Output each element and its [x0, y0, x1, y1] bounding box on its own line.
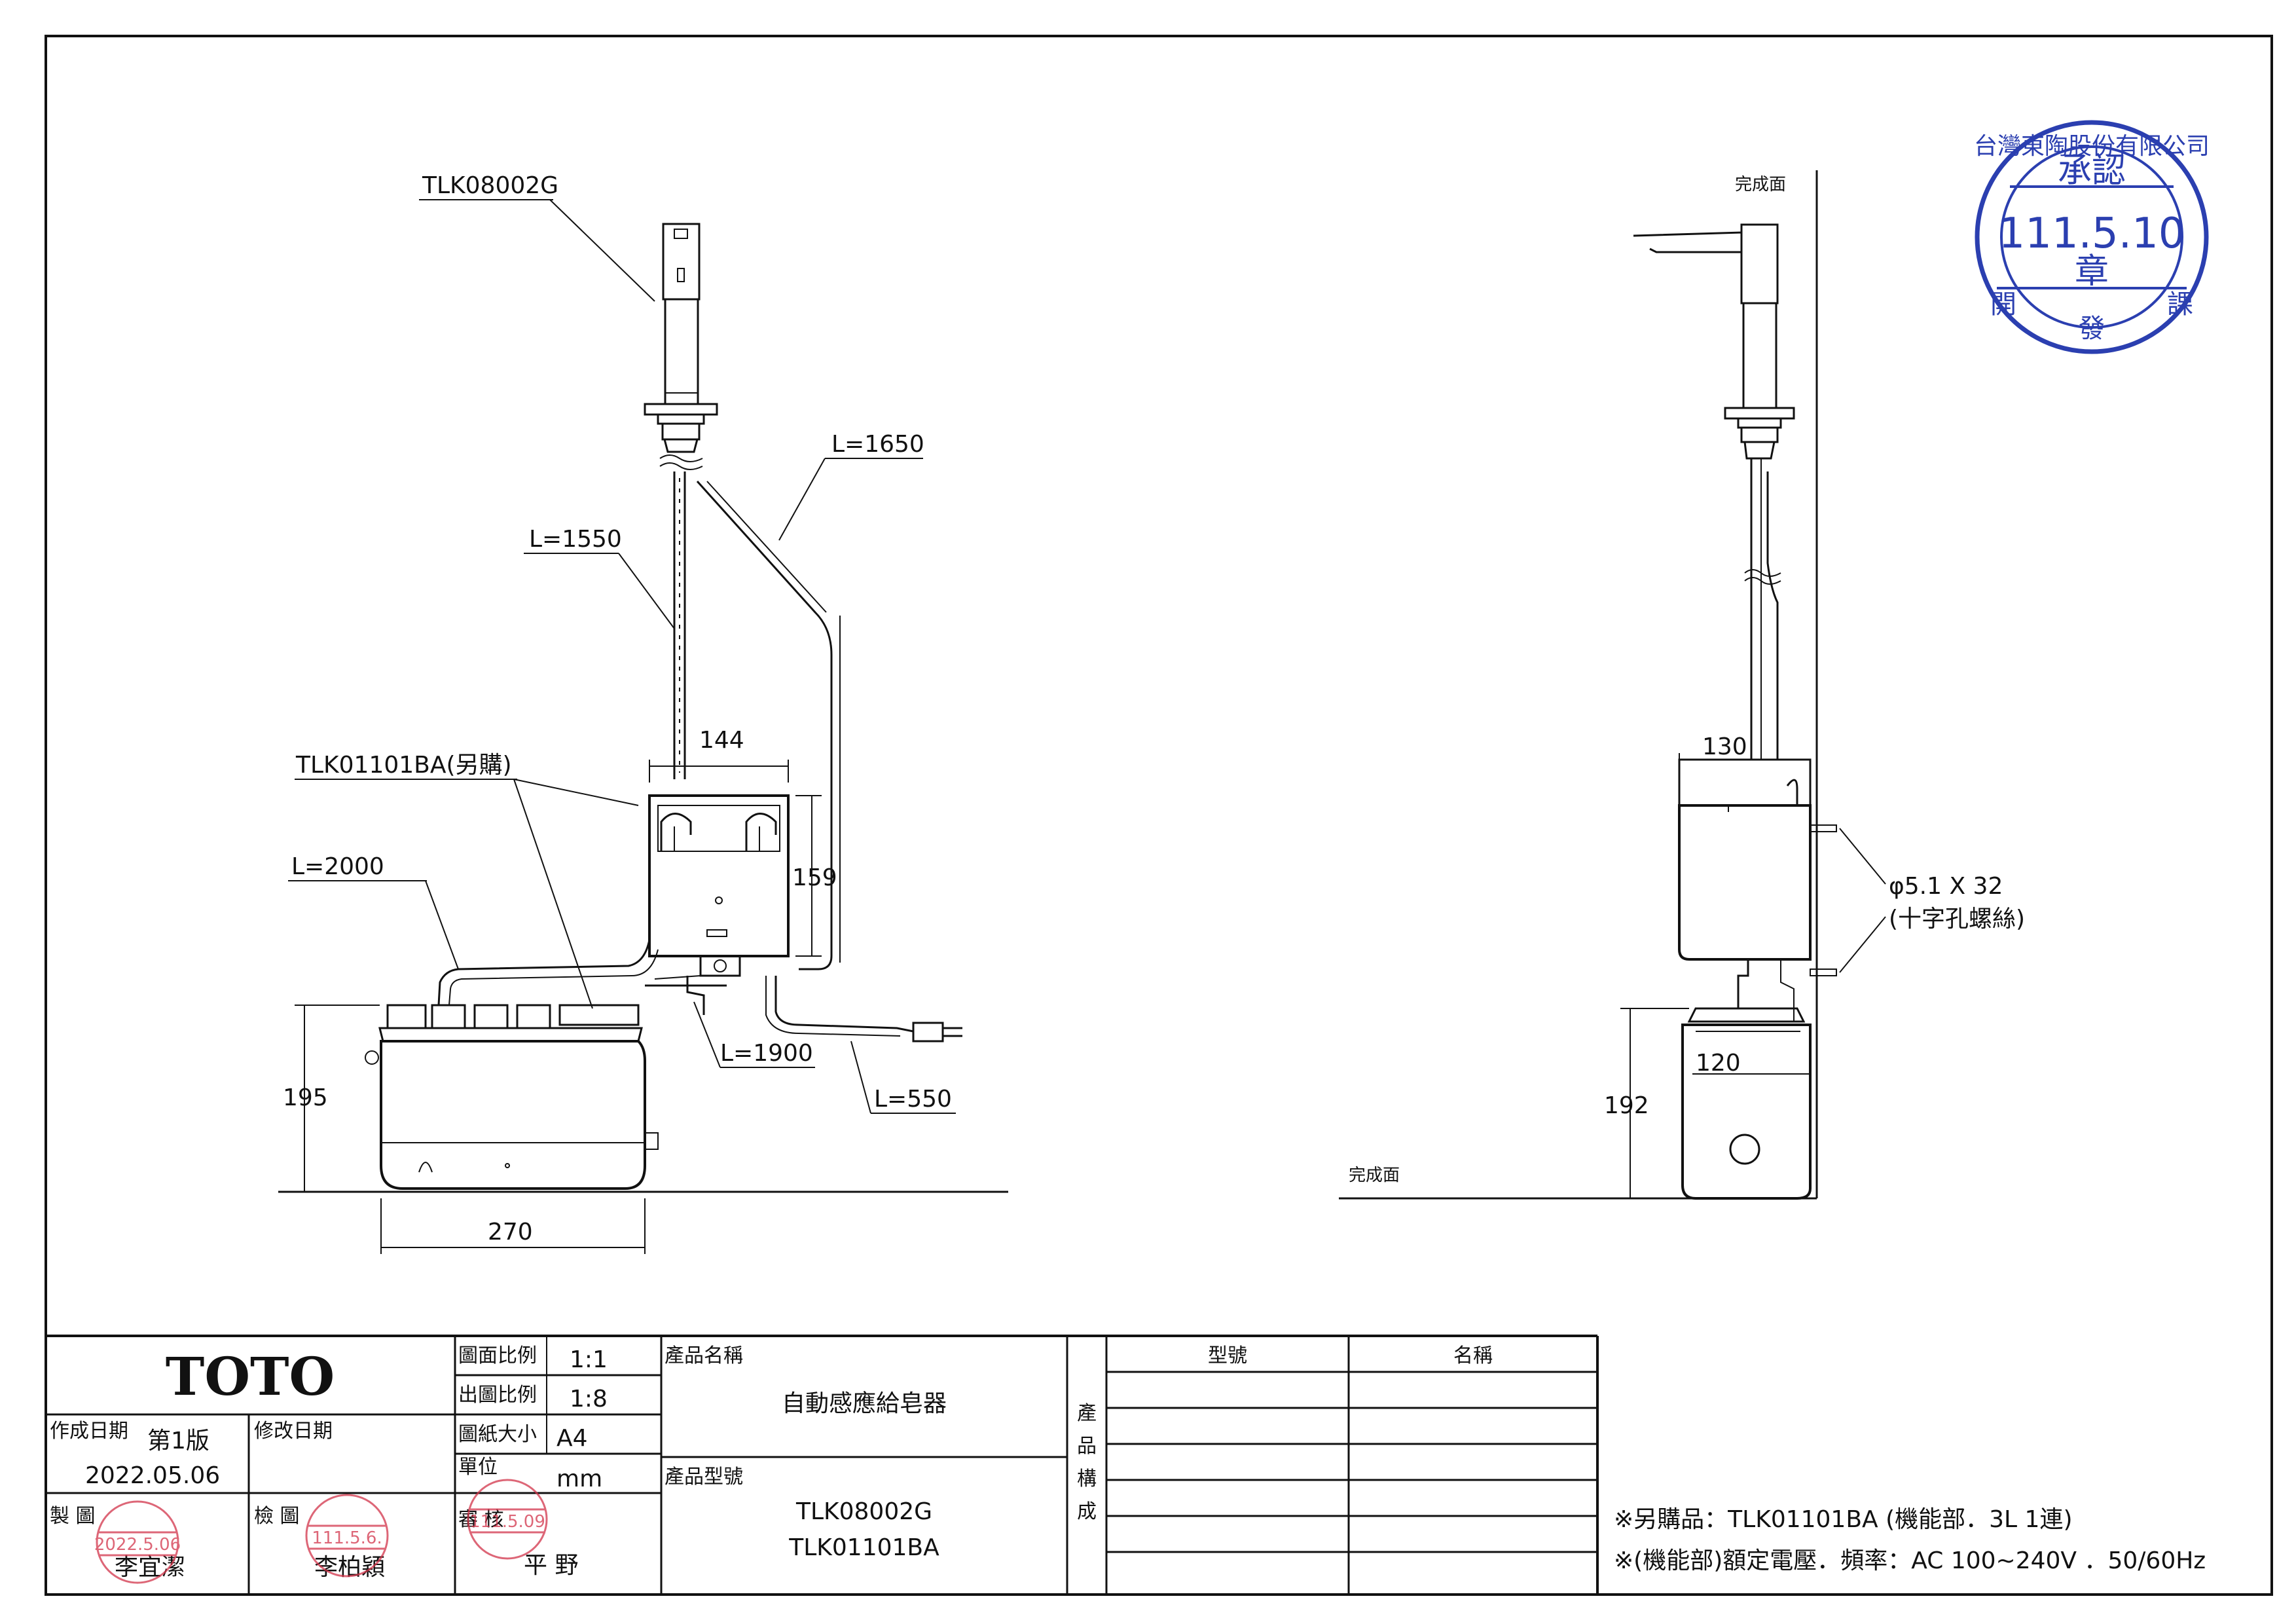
side-view: 完成面 完成面 130 φ5.1 X 32 (十字孔螺絲) 120 192	[1339, 170, 2025, 1200]
print-scale-label: 出圖比例	[458, 1384, 537, 1407]
toto-logo: TOTO	[166, 1346, 335, 1407]
revised-label: 修改日期	[254, 1420, 333, 1443]
unit-height-dim: 159	[792, 864, 837, 891]
note-1: ※另購品：TLK01101BA (機能部．3L 1連)	[1614, 1506, 2073, 1533]
svg-text:台灣東陶股份有限公司: 台灣東陶股份有限公司	[1974, 133, 2210, 160]
cable-c-label: L=1900	[720, 1040, 813, 1067]
finish-surface-wall-label: 完成面	[1735, 175, 1786, 194]
tank-height-side-dim: 192	[1604, 1092, 1649, 1119]
drawing-border	[45, 35, 2273, 1596]
product-name: 自動感應給皂器	[782, 1390, 947, 1417]
approval-stamp: 台灣東陶股份有限公司 承認 111.5.10 章 開 發 課	[1974, 120, 2210, 354]
created-label: 作成日期	[50, 1420, 128, 1443]
cable-a-label: L=1650	[831, 431, 924, 458]
created-date: 2022.05.06	[85, 1462, 220, 1489]
product-model-label: 產品型號	[665, 1466, 743, 1488]
model-1: TLK08002G	[795, 1498, 932, 1525]
product-name-label: 產品名稱	[665, 1344, 743, 1367]
review-stamp: 111.5.09	[467, 1479, 548, 1560]
drawn-name: 李宜潔	[115, 1554, 185, 1581]
composition-label-2: 品	[1077, 1435, 1097, 1458]
tank-width-dim: 270	[488, 1219, 533, 1246]
composition-label-1: 產	[1077, 1402, 1097, 1425]
screw-type-label: (十字孔螺絲)	[1889, 906, 2025, 932]
screw-spec-label: φ5.1 X 32	[1889, 873, 2003, 900]
model-2: TLK01101BA	[788, 1534, 939, 1561]
col-model-header: 型號	[1208, 1344, 1247, 1367]
svg-text:章: 章	[2075, 252, 2109, 291]
svg-text:2022.5.06: 2022.5.06	[94, 1535, 181, 1555]
unit-value: mm	[556, 1466, 602, 1492]
review-label: 審 核	[458, 1508, 504, 1531]
svg-text:課: 課	[2167, 289, 2193, 320]
title-block: TOTO 圖面比例 1:1 出圖比例 1:8 圖紙大小 A4 單位 mm 審 核…	[46, 1335, 2206, 1595]
svg-text:111.5.09: 111.5.09	[469, 1512, 545, 1532]
finish-surface-floor-label: 完成面	[1349, 1166, 1400, 1185]
drawn-stamp: 2022.5.06	[94, 1500, 181, 1584]
tank-height-dim: 195	[283, 1084, 328, 1111]
scale-value: 1:1	[570, 1346, 608, 1373]
note-2: ※(機能部)額定電壓．頻率：AC 100~240V ．50/60Hz	[1614, 1547, 2206, 1574]
cord-length-label: L=550	[874, 1086, 952, 1113]
unit-label: 單位	[458, 1456, 498, 1479]
unit-depth-dim: 130	[1702, 733, 1747, 760]
function-unit	[648, 794, 790, 980]
svg-text:開: 開	[1990, 289, 2016, 320]
review-name: 平 野	[524, 1552, 578, 1579]
col-name-header: 名稱	[1453, 1344, 1493, 1367]
svg-text:111.5.6.: 111.5.6.	[312, 1528, 382, 1548]
tank-depth-dim: 120	[1696, 1050, 1741, 1077]
print-scale-value: 1:8	[570, 1386, 608, 1412]
soap-tank	[365, 1004, 659, 1190]
cable-b-label: L=1550	[529, 526, 622, 553]
faucet-model-label: TLK08002G	[422, 172, 558, 199]
svg-text:111.5.10: 111.5.10	[1999, 210, 2185, 258]
paper-label: 圖紙大小	[458, 1423, 537, 1446]
scale-label: 圖面比例	[458, 1344, 537, 1367]
drawn-label: 製 圖	[50, 1505, 96, 1528]
composition-label-4: 成	[1077, 1500, 1097, 1523]
hose-length-label: L=2000	[291, 853, 384, 880]
faucet	[644, 223, 718, 470]
svg-text:承認: 承認	[2058, 151, 2126, 191]
checked-label: 檢 圖	[254, 1505, 300, 1528]
checked-stamp: 111.5.6.	[305, 1494, 389, 1578]
composition-label-3: 構	[1077, 1467, 1097, 1490]
unit-width-dim: 144	[699, 727, 744, 754]
svg-text:發: 發	[2079, 314, 2105, 344]
front-view: TLK08002G L=1650 L=1550 TLK01101BA(另購) 1…	[278, 172, 1008, 1254]
paper-value: A4	[556, 1425, 588, 1452]
edition: 第1版	[147, 1428, 210, 1454]
unit-model-label: TLK01101BA(另購)	[295, 752, 512, 779]
